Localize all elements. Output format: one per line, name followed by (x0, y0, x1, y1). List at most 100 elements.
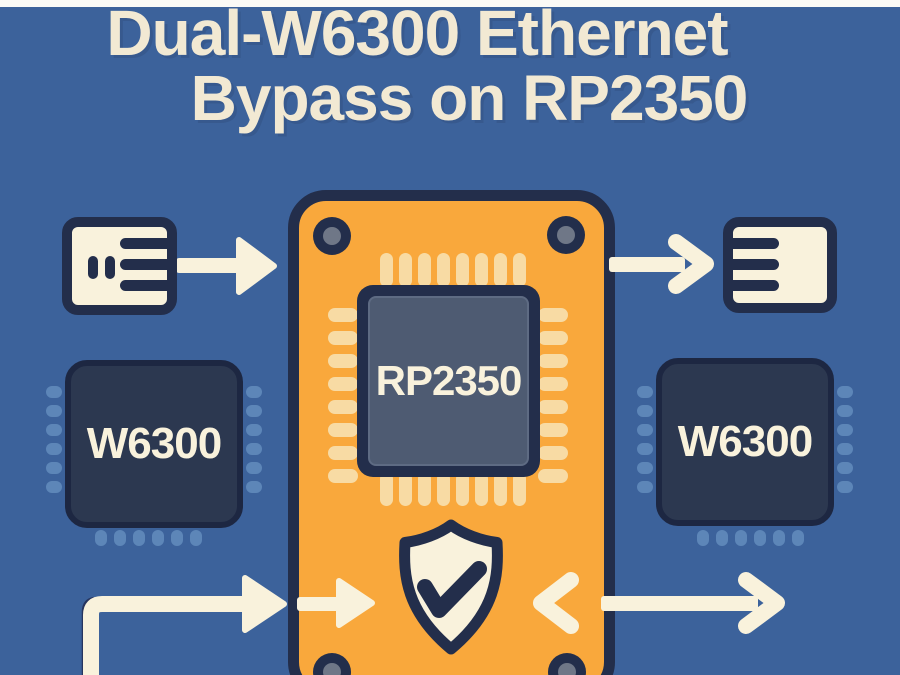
chip-pin (456, 253, 469, 287)
arrow-shaft (83, 596, 246, 675)
chip-pin (190, 530, 202, 546)
chip-pin (246, 386, 262, 398)
chip-pin (95, 530, 107, 546)
chip-pin (437, 253, 450, 287)
chip-pin (46, 405, 62, 417)
chip-pin (418, 472, 431, 506)
chip-pin (475, 253, 488, 287)
arrow-shaft (176, 258, 240, 273)
port-contact-bar (120, 280, 169, 291)
arrow-head-right (738, 572, 785, 634)
chip-pin (171, 530, 183, 546)
w6300-right-pins-left (637, 386, 653, 493)
arrow-head (236, 237, 277, 295)
mounting-hole (547, 216, 585, 254)
arrow-board-to-right-port (609, 234, 714, 294)
w6300-right-pins-right (837, 386, 853, 493)
chip-pin (637, 405, 653, 417)
chip-pin (494, 253, 507, 287)
chip-pin (538, 377, 568, 391)
port-contact-bar (731, 259, 779, 270)
ethernet-port-left-icon (62, 217, 177, 315)
chip-pin (152, 530, 164, 546)
ethernet-port-right-icon (723, 217, 837, 313)
page-title-line-1: Dual-W6300 Ethernet (106, 0, 728, 69)
chip-pin (538, 331, 568, 345)
w6300-left-pins-bottom (95, 530, 202, 546)
chip-pin (46, 443, 62, 455)
chip-pin (637, 424, 653, 436)
port-contact-bar (120, 238, 169, 249)
port-contact-pill (88, 256, 98, 279)
chip-pin (114, 530, 126, 546)
chip-pin (837, 405, 853, 417)
chip-pin (328, 377, 358, 391)
top-border-strip (0, 0, 900, 7)
rp2350-pins-bottom (380, 472, 526, 506)
chip-pin (328, 400, 358, 414)
arrow-head (242, 575, 287, 633)
chip-pin (754, 530, 766, 546)
chip-pin (246, 443, 262, 455)
mounting-hole (313, 653, 351, 675)
chip-pin (837, 462, 853, 474)
chip-pin (637, 443, 653, 455)
chip-pin (837, 424, 853, 436)
chip-pin (380, 472, 393, 506)
chip-pin (246, 405, 262, 417)
chip-pin (837, 481, 853, 493)
arrow-head (668, 234, 714, 294)
w6300-chip-right: W6300 (656, 358, 834, 526)
chip-pin (538, 469, 568, 483)
arrow-outline-accent (81, 596, 95, 675)
chip-pin (494, 472, 507, 506)
arrow-left-port-to-board (176, 237, 277, 295)
chip-pin (637, 462, 653, 474)
chip-pin (735, 530, 747, 546)
chip-pin (399, 253, 412, 287)
chip-pin (716, 530, 728, 546)
chip-pin (538, 446, 568, 460)
chip-pin (380, 253, 393, 287)
page-title-line-2: Bypass on RP2350 (190, 62, 749, 134)
chip-pin (133, 530, 145, 546)
mounting-hole (548, 653, 586, 675)
chip-pin (538, 423, 568, 437)
arrow-bottom-left-elbow (81, 575, 287, 675)
chip-pin (792, 530, 804, 546)
rp2350-chip-label: RP2350 (375, 357, 523, 404)
chip-pin (437, 472, 450, 506)
chip-pin (697, 530, 709, 546)
w6300-left-pins-left (46, 386, 62, 493)
port-contact-bar (120, 259, 169, 270)
chip-pin (538, 308, 568, 322)
arrow-shaft (609, 257, 685, 272)
chip-pin (246, 424, 262, 436)
chip-pin (328, 308, 358, 322)
w6300-right-pins-bottom (697, 530, 804, 546)
chip-pin (46, 481, 62, 493)
chip-pin (637, 386, 653, 398)
chip-pin (513, 253, 526, 287)
w6300-left-pins-right (246, 386, 262, 493)
chip-pin (837, 443, 853, 455)
w6300-left-label: W6300 (86, 419, 222, 468)
port-contact-pill (105, 256, 115, 279)
chip-pin (513, 472, 526, 506)
mounting-hole (313, 217, 351, 255)
w6300-chip-left: W6300 (65, 360, 243, 528)
chip-pin (328, 469, 358, 483)
port-contact-bar (731, 238, 779, 249)
chip-pin (328, 446, 358, 460)
chip-pin (637, 481, 653, 493)
w6300-right-label: W6300 (677, 417, 813, 466)
chip-pin (456, 472, 469, 506)
chip-pin (328, 354, 358, 368)
chip-pin (46, 462, 62, 474)
chip-pin (46, 386, 62, 398)
chip-pin (46, 424, 62, 436)
chip-pin (837, 386, 853, 398)
rp2350-pins-top (380, 253, 526, 287)
chip-pin (246, 481, 262, 493)
